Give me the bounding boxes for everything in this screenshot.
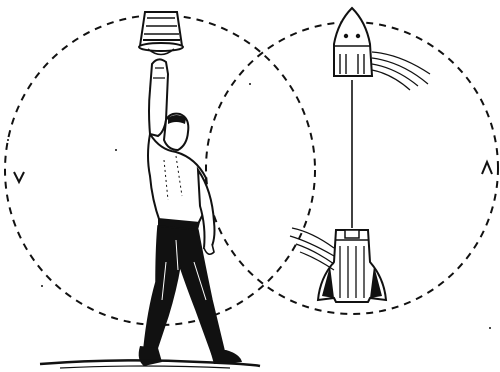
man-figure-icon [40, 59, 260, 368]
print-specks [7, 83, 491, 329]
left-circle-arrow-icon [14, 172, 24, 182]
upper-rocket-icon [334, 8, 430, 90]
right-circle-arrow-icon [482, 162, 492, 174]
lower-rocket-icon [290, 228, 386, 302]
bucket-icon [139, 12, 183, 55]
